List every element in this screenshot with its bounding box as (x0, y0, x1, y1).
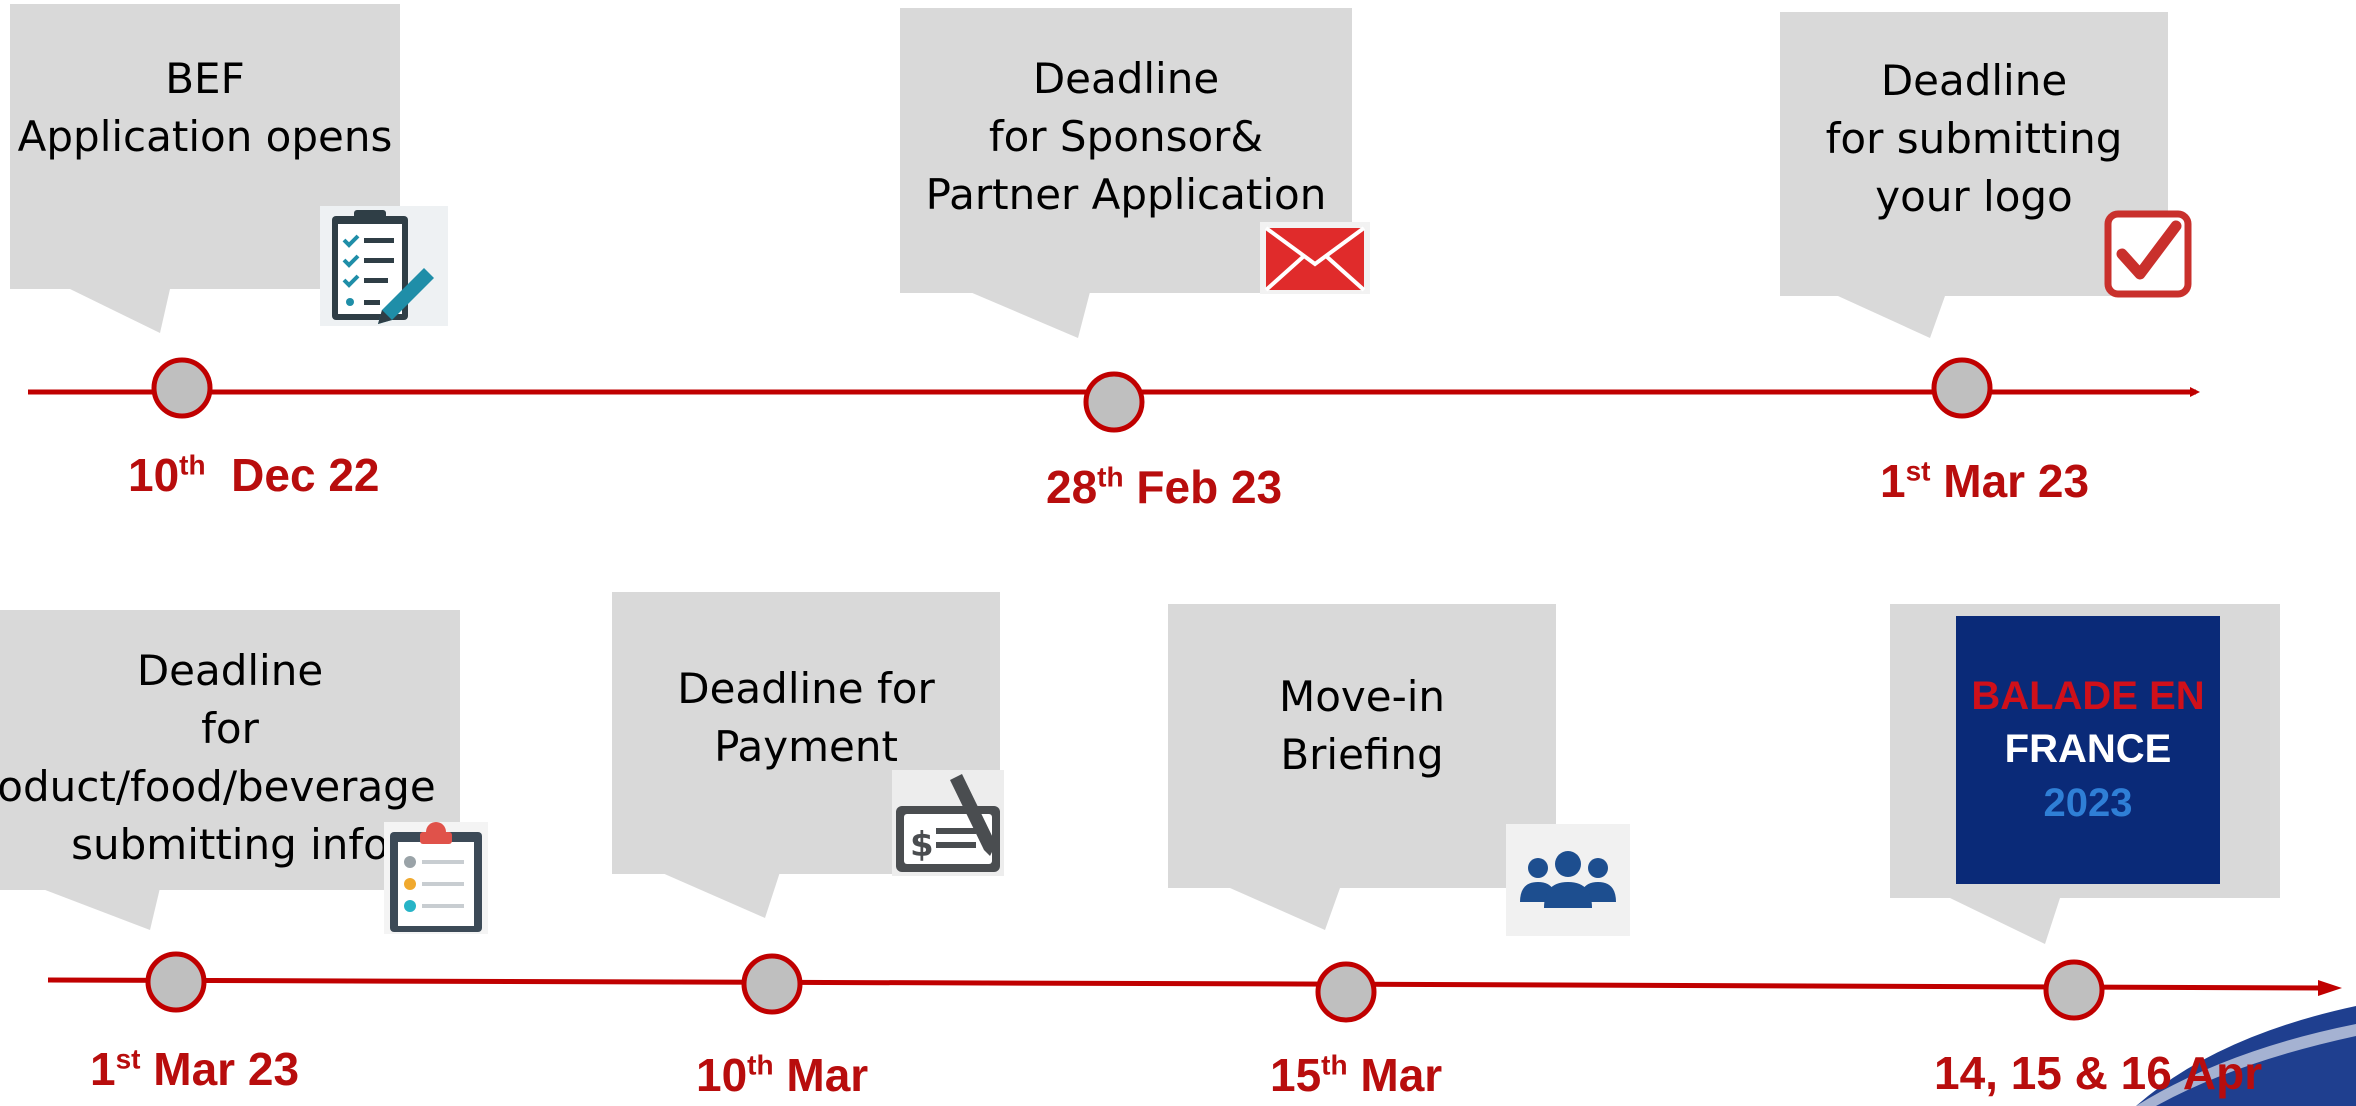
date-label: 14, 15 & 16 Apr (1934, 1047, 2263, 1099)
clipboard-list-icon (384, 822, 488, 934)
timeline-marker (1315, 961, 1377, 1023)
date-label: 15th Mar (1270, 1049, 1443, 1101)
callout-line: for (201, 703, 259, 753)
callout-line: for submitting (1825, 113, 2123, 163)
callout-line: Briefing (1280, 729, 1444, 779)
callout-line: Deadline (136, 646, 324, 695)
timeline-marker (145, 951, 207, 1013)
callout-line: Partner Application (925, 169, 1327, 219)
callout-line: Application opens (17, 111, 393, 161)
date-label: 1st Mar 23 (90, 1043, 300, 1095)
callout-line: your logo (1875, 171, 2073, 221)
date-label: 10th Dec 22 (128, 449, 380, 501)
poster-year: 2023 (2043, 780, 2133, 825)
callout-line: Move-in (1278, 672, 1446, 721)
callout-box-product-info-deadline: Deadline for product/food/beverage submi… (0, 610, 460, 890)
svg-text:$: $ (910, 825, 934, 865)
callout-line: Payment (714, 721, 898, 771)
callout-line: Deadline (1880, 56, 2068, 105)
timeline-arrowhead-bottom (2318, 980, 2342, 996)
date-label: 28th Feb 23 (1046, 461, 1283, 513)
envelope-icon (1260, 222, 1370, 294)
callout-box-logo-deadline: Deadline for submitting your logo (1780, 12, 2168, 296)
callout-line: BEF (165, 54, 245, 103)
callout-line: Deadline for (677, 664, 935, 713)
timeline-marker (1083, 371, 1145, 433)
callout-box-bef-application: BEF Application opens (10, 4, 400, 289)
team-icon (1506, 824, 1630, 936)
clipboard-checklist-icon (320, 206, 448, 326)
timeline-marker (741, 953, 803, 1015)
poster-line-2: FRANCE (2004, 727, 2172, 772)
callout-line: Deadline (1032, 54, 1220, 103)
checkbox-icon (2104, 210, 2192, 298)
callout-box-move-in-briefing: Move-in Briefing (1168, 604, 1556, 888)
timeline-marker (151, 357, 213, 419)
check-payment-icon: $ (892, 770, 1004, 876)
timeline-marker (1931, 357, 1993, 419)
timeline-marker (2043, 959, 2105, 1021)
poster-line-1: BALADE EN (1971, 674, 2205, 719)
date-label: 1st Mar 23 (1880, 455, 2090, 507)
callout-line: for Sponsor& (988, 111, 1264, 161)
date-label: 10th Mar (696, 1049, 869, 1101)
timeline-line-bottom (47, 977, 2331, 991)
callout-line: product/food/beverage (0, 761, 436, 811)
callout-line: submitting info (71, 819, 389, 869)
event-poster: BALADE EN FRANCE 2023 (1956, 616, 2220, 884)
corner-decoration (2136, 1006, 2356, 1106)
